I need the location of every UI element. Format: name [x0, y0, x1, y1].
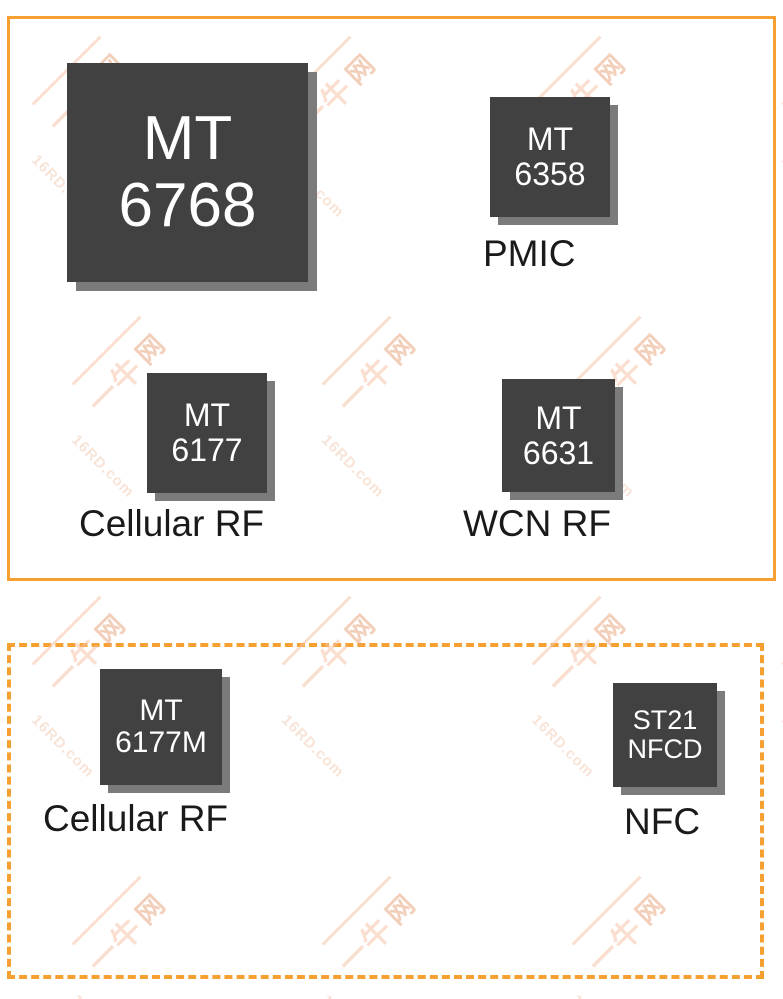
chip-text-line: 6768 — [118, 170, 257, 240]
watermark-domain-text: 16RD.com — [778, 151, 783, 222]
chip-text-line: ST21 — [632, 704, 698, 735]
chip-text-line: 6177 — [171, 432, 243, 468]
chip-label-cellular-rf-m: Cellular RF — [43, 798, 229, 839]
chip-text-line: 6358 — [514, 156, 586, 192]
watermark-domain-text: 16RD.com — [568, 992, 638, 999]
chip-text-line: MT — [183, 397, 231, 434]
watermark-domain-text: 16RD.com — [778, 711, 783, 782]
chip-text-line: 6631 — [522, 434, 595, 471]
chip-label-pmic: PMIC — [483, 233, 576, 274]
solid-group-box — [7, 16, 776, 581]
chip-text-line: MT — [535, 399, 582, 436]
chip-text-line: NFCD — [627, 734, 703, 764]
chip-text-line: MT — [526, 121, 574, 158]
chip-text-line: MT — [142, 103, 233, 173]
watermark-domain-text: 16RD.com — [318, 992, 388, 999]
chip-label-wcn-rf: WCN RF — [463, 503, 611, 544]
chip-text-line: 6177M — [115, 726, 207, 759]
chip-label-cellular-rf: Cellular RF — [79, 503, 265, 544]
chip-text-line: MT — [139, 693, 183, 727]
watermark-domain-text: 16RD.com — [68, 992, 138, 999]
dashed-group-box — [7, 643, 764, 979]
chip-label-nfc: NFC — [624, 801, 701, 842]
